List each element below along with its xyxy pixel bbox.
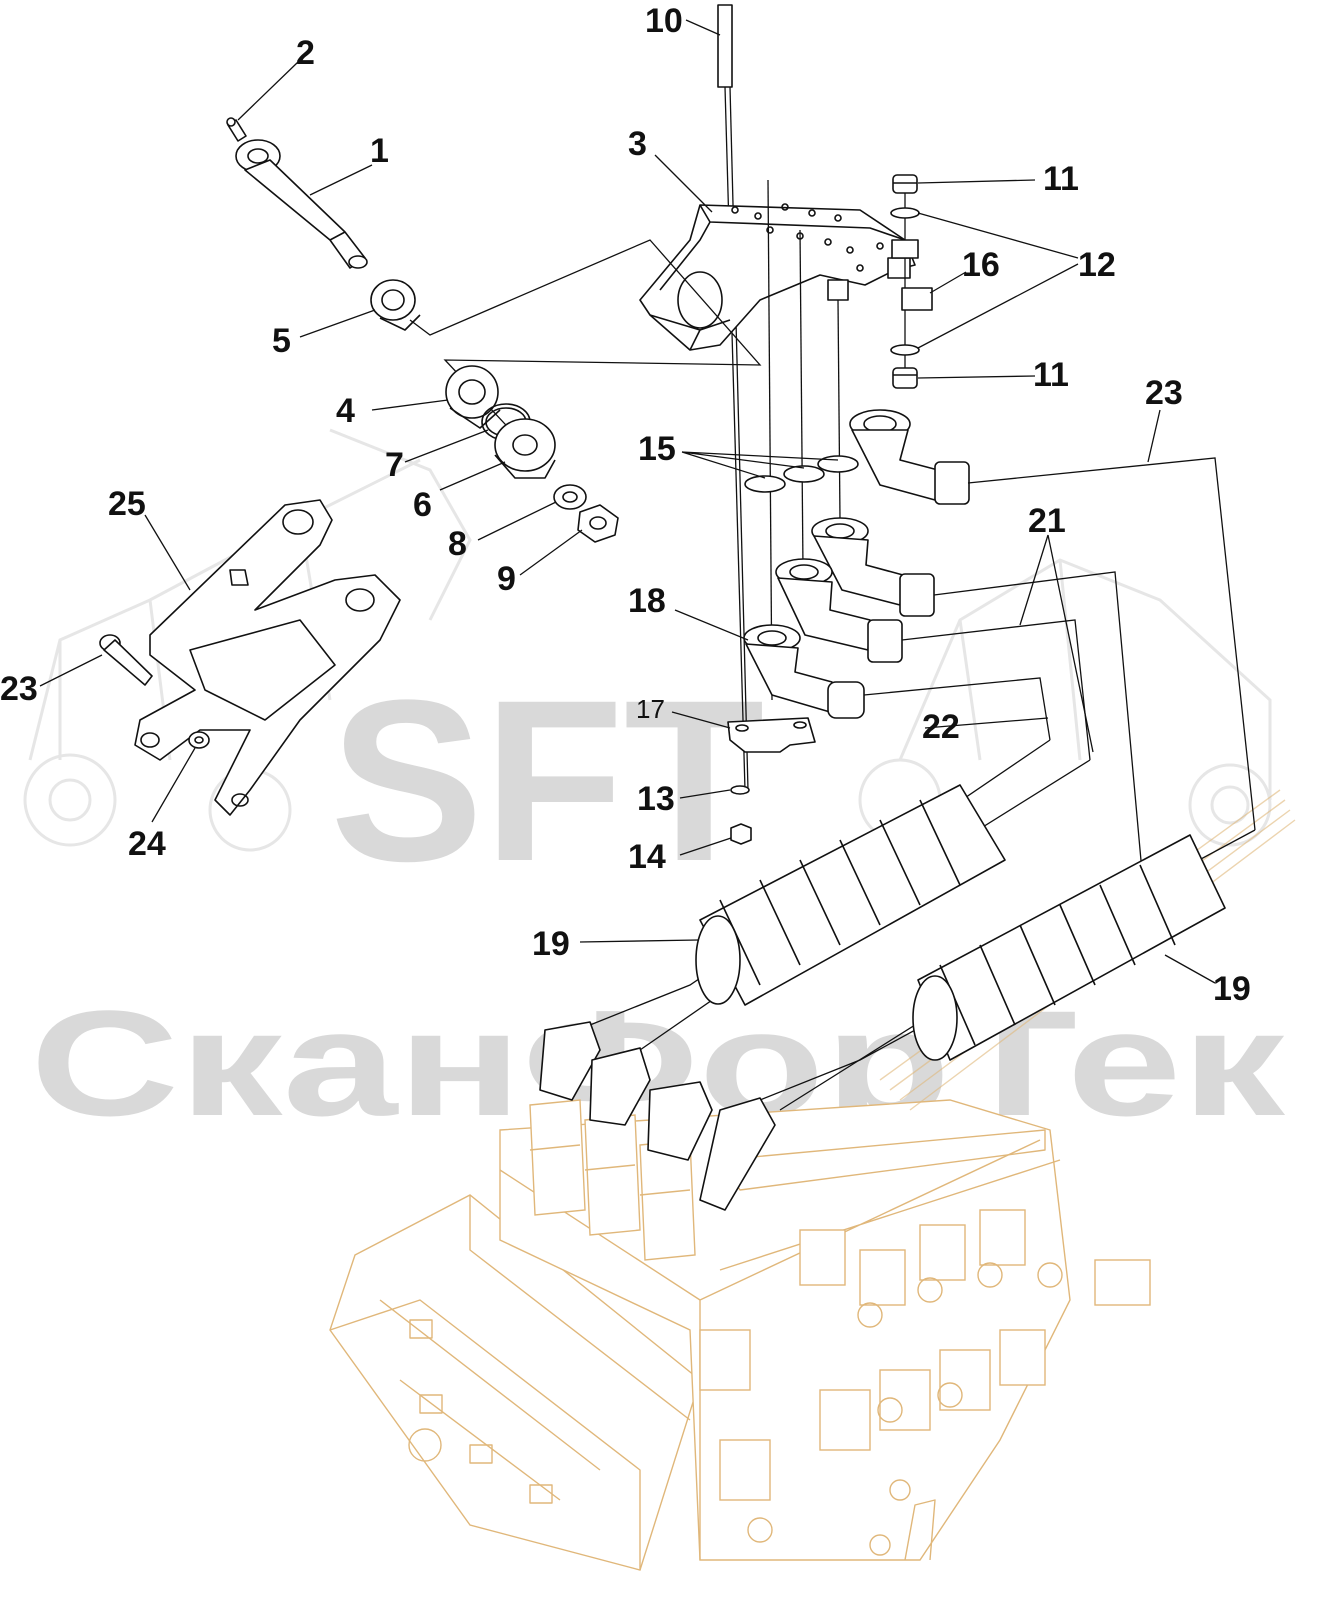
part-23-bolt bbox=[99, 634, 153, 686]
callout-labels: 2 1 3 10 11 12 16 11 23 5 4 7 6 8 9 15 2… bbox=[0, 2, 1251, 1008]
part-16-block bbox=[901, 287, 933, 311]
part-22-elbow bbox=[849, 409, 970, 505]
valve-block-assembly bbox=[329, 789, 1296, 1571]
callout-5: 5 bbox=[272, 322, 291, 360]
callout-2: 2 bbox=[296, 34, 315, 72]
callout-16: 16 bbox=[962, 246, 1000, 284]
part-2-grease-nipple bbox=[226, 117, 247, 142]
callout-14: 14 bbox=[628, 838, 666, 876]
part-4-bearing bbox=[445, 365, 501, 429]
watermark-brand: SFT bbox=[330, 652, 764, 909]
callout-19-right: 19 bbox=[1213, 970, 1251, 1008]
callout-20: 21 bbox=[1028, 502, 1066, 540]
callout-6: 6 bbox=[413, 486, 432, 524]
part-10-rod bbox=[717, 4, 749, 791]
watermark-tractor-left bbox=[23, 428, 472, 852]
part-19-spiral-guard-right bbox=[912, 834, 1226, 1061]
callout-10: 10 bbox=[645, 2, 683, 40]
callout-7: 7 bbox=[385, 446, 404, 484]
part-25-arm-bracket bbox=[134, 499, 401, 816]
callout-25: 25 bbox=[108, 485, 146, 523]
hose-fittings bbox=[539, 1021, 776, 1211]
callout-21: 22 bbox=[922, 708, 960, 746]
part-11-plug-bottom bbox=[892, 193, 918, 389]
part-6-hub bbox=[494, 418, 556, 479]
part-24-washer bbox=[188, 731, 210, 749]
callout-11-bottom: 11 bbox=[1033, 356, 1069, 394]
leader-lines bbox=[39, 19, 1216, 984]
callout-17: 17 bbox=[636, 694, 665, 724]
part-20-elbow-lower bbox=[775, 558, 903, 663]
part-19-spiral-guard-left bbox=[695, 784, 1006, 1006]
callout-13: 13 bbox=[637, 780, 675, 818]
callout-1: 1 bbox=[370, 132, 389, 170]
part-3-bracket bbox=[639, 179, 916, 701]
callout-18: 18 bbox=[628, 582, 666, 620]
callout-8: 8 bbox=[448, 525, 467, 563]
part-14-nut bbox=[730, 823, 752, 845]
callout-3: 3 bbox=[628, 125, 647, 163]
callout-24: 24 bbox=[128, 825, 166, 863]
part-17-clamp bbox=[727, 717, 816, 753]
part-11-plug-top bbox=[892, 174, 918, 194]
callout-23: 23 bbox=[0, 670, 38, 708]
callout-11-top: 11 bbox=[1043, 160, 1079, 198]
callout-4: 4 bbox=[336, 392, 355, 430]
callout-12: 12 bbox=[1078, 246, 1116, 284]
part-13-washer bbox=[730, 785, 750, 795]
part-12-seals bbox=[890, 207, 920, 356]
part-9-nut bbox=[577, 504, 619, 543]
part-1-pin bbox=[235, 139, 368, 269]
callout-9: 9 bbox=[497, 560, 516, 598]
callout-22: 23 bbox=[1145, 374, 1183, 412]
callout-15: 15 bbox=[638, 430, 676, 468]
part-8-washer bbox=[553, 484, 587, 510]
solenoid-valves bbox=[699, 1209, 1151, 1543]
callout-19-left: 19 bbox=[532, 925, 570, 963]
